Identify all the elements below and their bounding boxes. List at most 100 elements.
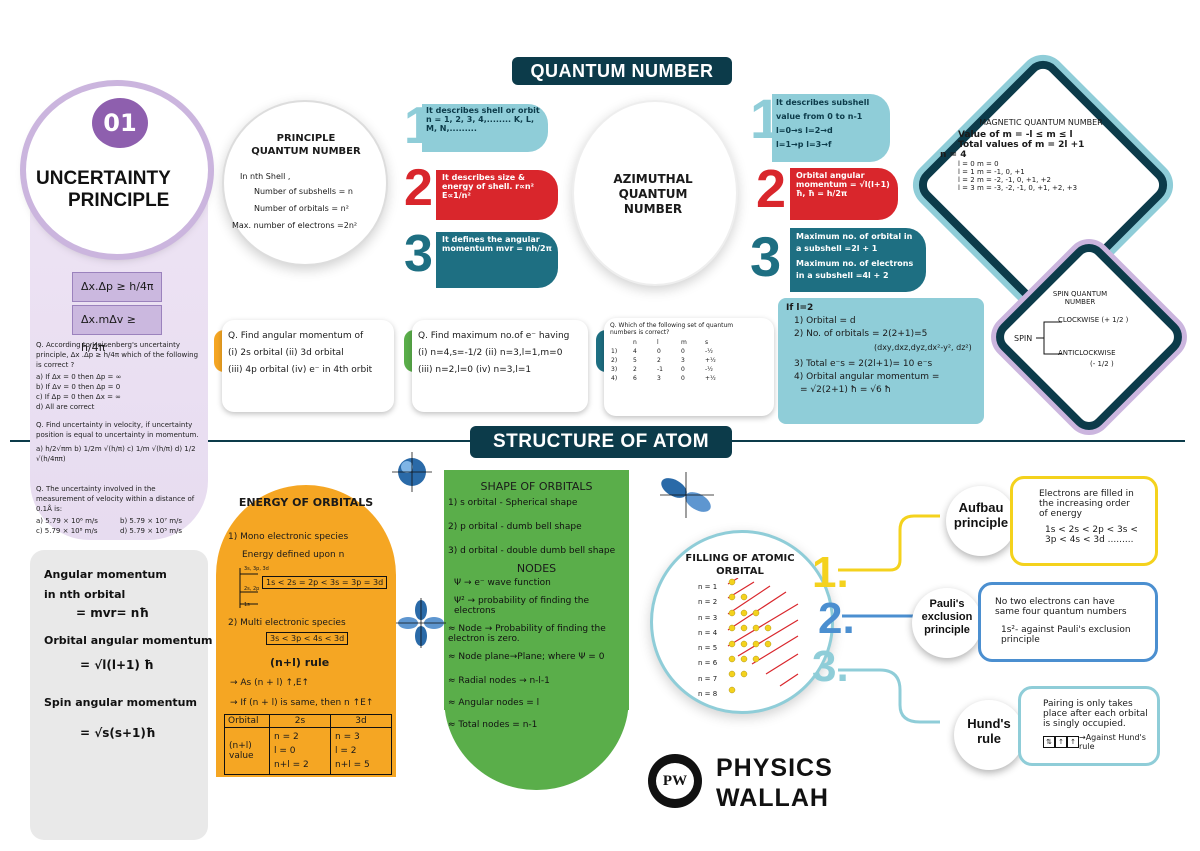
d-orbital-icon	[396, 598, 446, 648]
question-text: Q. According to Heisenberg's uncertainty…	[36, 341, 199, 369]
table-cell: 4)	[611, 375, 618, 382]
pw-logo-text: PW	[656, 763, 694, 799]
spin-clockwise: CLOCKWISE (+ 1/2 )	[1058, 316, 1129, 324]
cell-line: l = 0	[274, 746, 296, 756]
shape-title: SHAPE OF ORBITALS	[480, 480, 593, 493]
angular-momentum-orbital: in nth orbital	[44, 588, 126, 601]
card-option: (iii) n=2,l=0 (iv) n=3,l=1	[418, 365, 532, 375]
table-cell: 1)	[611, 348, 618, 355]
card-question: Q. Find maximum no.of e⁻ having	[418, 331, 570, 341]
uncertainty-title-line2: PRINCIPLE	[68, 190, 170, 211]
spin-branch-lines	[1036, 321, 1062, 355]
principal-line-3: Number of orbitals = n²	[254, 204, 349, 213]
cell-line: n = 3	[335, 732, 360, 742]
pw-logo-icon: PW	[648, 754, 702, 808]
table-header: 2s	[269, 714, 331, 728]
spin-momentum-label: Spin angular momentum	[44, 696, 197, 709]
section-number-badge: 01	[92, 98, 148, 148]
magnetic-row: l = 2 m = -2, -1, 0, +1, +2	[958, 176, 1051, 184]
aufbau-bubble: Aufbau principle	[946, 486, 1016, 556]
node-line: Ψ² → probability of finding the electron…	[454, 596, 590, 616]
azimuthal-circle	[572, 100, 738, 286]
table-header-row: Orbital 2s 3d	[224, 714, 392, 728]
magnetic-row: l = 1 m = -1, 0, +1	[958, 168, 1025, 176]
n-l-rule-2: → If (n + l) is same, then n ↑E↑	[230, 698, 374, 708]
az-strip-1-line: value from 0 to n-1	[776, 112, 863, 121]
energy-title: ENERGY OF ORBITALS	[238, 496, 374, 509]
node-line: ≈ Total nodes = n-1	[448, 720, 538, 730]
spin-title: SPIN QUANTUM NUMBER	[1052, 290, 1108, 306]
spin-anticlockwise: ANTICLOCKWISE	[1058, 349, 1116, 357]
example-line: 4) Orbital angular momentum =	[794, 372, 940, 382]
principal-circle	[222, 100, 388, 266]
table-cell: 5	[633, 357, 637, 364]
filling-circle	[650, 530, 834, 714]
energy-line-1: 1) Mono electronic species	[228, 532, 349, 542]
uncertainty-question-1: Q. According to Heisenberg's uncertainty…	[36, 340, 204, 412]
energy-line-2: Energy defined upon n	[242, 550, 345, 560]
hund-example: →Against Hund's rule	[1079, 733, 1146, 751]
nodes-title: NODES	[516, 562, 557, 575]
node-line: ≈ Node plane→Plane; where Ψ = 0	[448, 652, 605, 662]
question-text: Q. Find uncertainty in velocity, if unce…	[36, 421, 199, 439]
n-l-rule-title: (n+l) rule	[270, 656, 330, 669]
principal-number-3: 3	[404, 225, 433, 283]
table-header: l	[657, 339, 659, 346]
azimuthal-strip-3: Maximum no. of orbital in a subshell =2l…	[790, 228, 926, 292]
option: b) 5.79 × 10⁷ m/s	[120, 517, 183, 525]
magnetic-line-3: n = 4	[940, 150, 967, 160]
example-line: If l=2	[786, 303, 814, 313]
pauli-box: No two electrons can have same four quan…	[978, 582, 1158, 662]
option: b) If Δv = 0 then Δp = 0	[36, 383, 121, 391]
table-header: m	[681, 339, 687, 346]
principal-strip-3: It defines the angular momentum mvr = nh…	[436, 232, 558, 288]
spin-label: SPIN	[1014, 334, 1033, 343]
option: a) If Δx = 0 then Δp = ∞	[36, 373, 122, 381]
table-cell: 3	[657, 375, 661, 382]
filling-row: n = 3	[698, 613, 718, 622]
table-cell: 0	[657, 348, 661, 355]
filling-row: n = 7	[698, 674, 718, 683]
card-question: Q. Find angular momentum of	[228, 331, 364, 341]
question-text: Q. The uncertainty involved in the measu…	[36, 485, 195, 513]
spin-anticlockwise-value: (- 1/2 )	[1090, 360, 1114, 368]
pauli-text: No two electrons can have same four quan…	[995, 597, 1127, 617]
example-line: 3) Total e⁻s = 2(2l+1)= 10 e⁻s	[794, 359, 933, 369]
table-cell: 2)	[611, 357, 618, 364]
uncertainty-question-3: Q. The uncertainty involved in the measu…	[36, 484, 204, 536]
principal-title: PRINCIPLE QUANTUM NUMBER	[251, 133, 361, 157]
az-strip-1-line: It describes subshell	[776, 98, 870, 107]
energy-level-diagram	[239, 568, 258, 608]
magnetic-row: l = 3 m = -3, -2, -1, 0, +1, +2, +3	[958, 184, 1078, 192]
magnetic-line-1: Value of m = -l ≤ m ≤ l	[958, 130, 1073, 140]
magnetic-row: l = 0 m = 0	[958, 160, 999, 168]
az-strip-1-line: l=0→s l=2→d	[776, 126, 833, 135]
az-strip-1-line: l=1→p l=3→f	[776, 140, 832, 149]
option: c) If Δp = 0 then Δx = ∞	[36, 393, 122, 401]
table-cell: 6	[633, 375, 637, 382]
cell-line: n+l = 2	[274, 760, 309, 770]
options: a) h/2√πm b) 1/2m √(h/π) c) 1/m √(h/π) d…	[36, 445, 196, 463]
rule-number-1: 1.	[812, 548, 849, 597]
principal-strip-1: It describes shell or orbit n = 1, 2, 3,…	[422, 104, 548, 152]
aufbau-diagonal-diagram	[727, 578, 799, 694]
filling-title: FILLING OF ATOMIC ORBITAL	[685, 553, 795, 577]
orbital-box-paired: ⇅	[1043, 736, 1055, 748]
azimuthal-number-3: 3	[750, 225, 782, 288]
brand-line-2: WALLAH	[716, 784, 829, 812]
s-orbital-icon	[392, 452, 432, 492]
az-strip-3-line: Maximum no. of orbital in a subshell =2l…	[796, 232, 913, 253]
shape-panel	[444, 470, 629, 710]
card-question: Q. Which of the following set of quantum…	[610, 322, 734, 336]
example-line: 2) No. of orbitals = 2(2+1)=5	[794, 329, 928, 339]
energy-line-3: 2) Multi electronic species	[228, 618, 346, 628]
cell-line: n+l = 5	[335, 760, 370, 770]
az-strip-3-line: Maximum no. of electrons in a subshell =…	[796, 259, 914, 280]
example-line: (dxy,dxz,dyz,dx²-y², dz²)	[874, 343, 972, 352]
structure-of-atom-title: STRUCTURE OF ATOM	[470, 426, 732, 458]
azimuthal-strip-2: Orbital angular momentum = √l(l+1) ħ, ħ …	[790, 168, 898, 220]
uncertainty-title-line1: UNCERTAINTY	[36, 168, 171, 189]
